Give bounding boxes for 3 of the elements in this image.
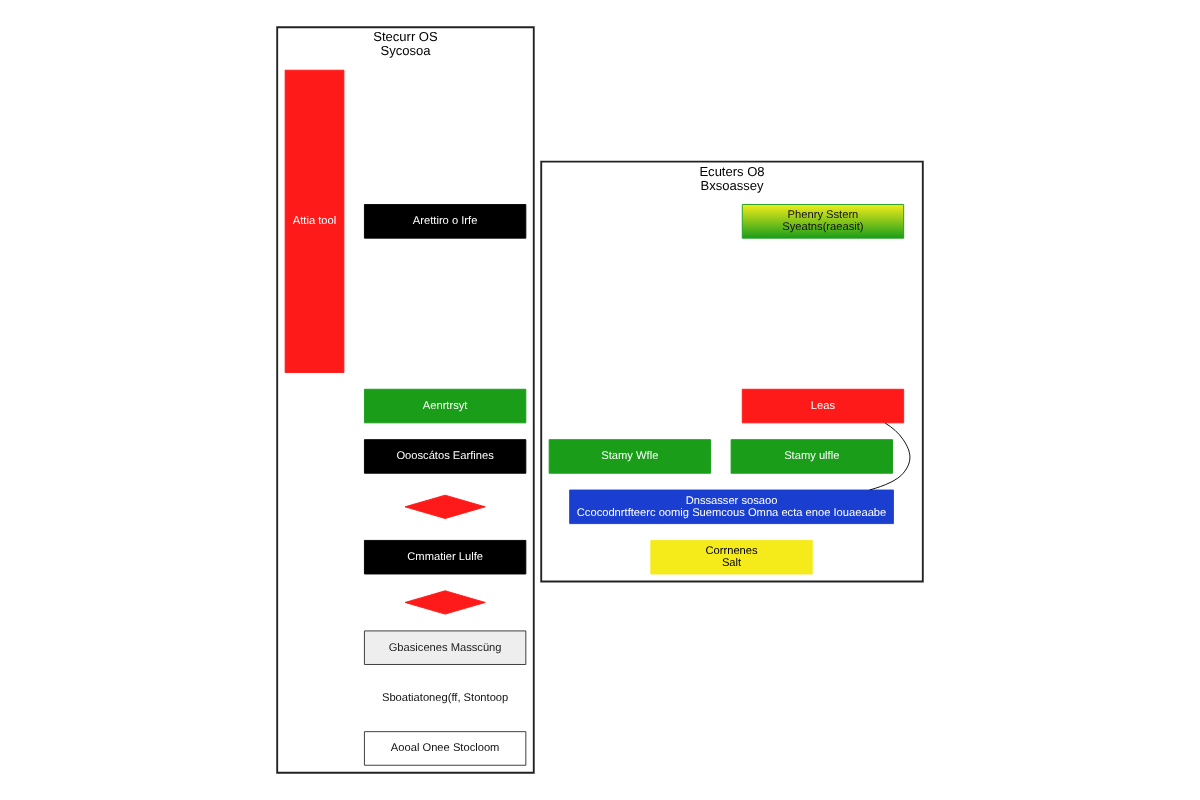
node-diamond xyxy=(404,494,486,519)
connector xyxy=(869,422,911,491)
node-diamond xyxy=(404,590,486,615)
